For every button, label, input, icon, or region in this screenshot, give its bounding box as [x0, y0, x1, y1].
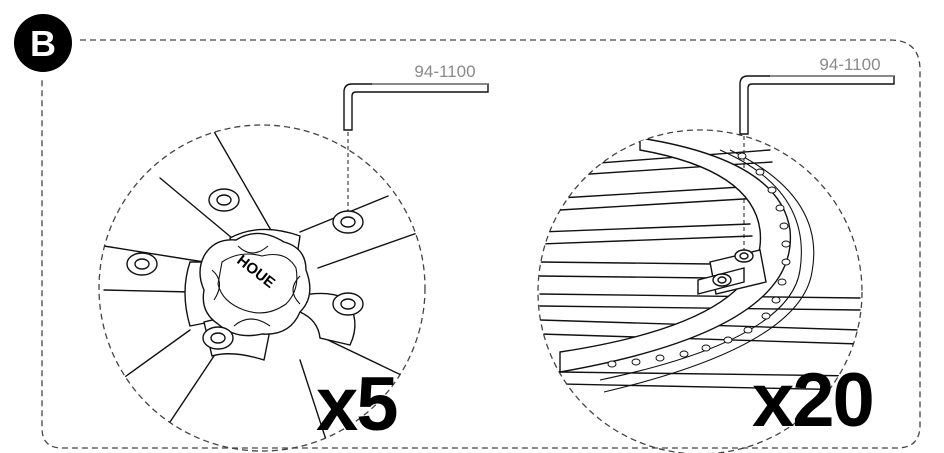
hex-bolt-icon [712, 249, 754, 287]
right-detail-circle [537, 129, 863, 453]
right-quantity: x20 [752, 358, 873, 443]
tool-part-number: 94-1100 [819, 55, 880, 74]
bed-slats [539, 149, 861, 391]
left-quantity: x5 [316, 362, 397, 447]
rim-holes [607, 152, 791, 368]
left-detail-panel: 94-1100 [98, 62, 489, 452]
hex-bolt-icon [126, 188, 364, 350]
right-detail-panel: 94-1100 [537, 55, 895, 453]
tool-part-number: 94-1100 [414, 62, 475, 81]
curved-rim [559, 137, 815, 393]
allen-key-icon [739, 75, 895, 135]
allen-key-icon [343, 83, 489, 131]
step-frame [41, 39, 921, 449]
step-letter: B [30, 23, 56, 64]
step-badge: B [14, 14, 72, 72]
hub-connector: HOUE [199, 232, 311, 337]
left-detail-circle [98, 124, 426, 452]
